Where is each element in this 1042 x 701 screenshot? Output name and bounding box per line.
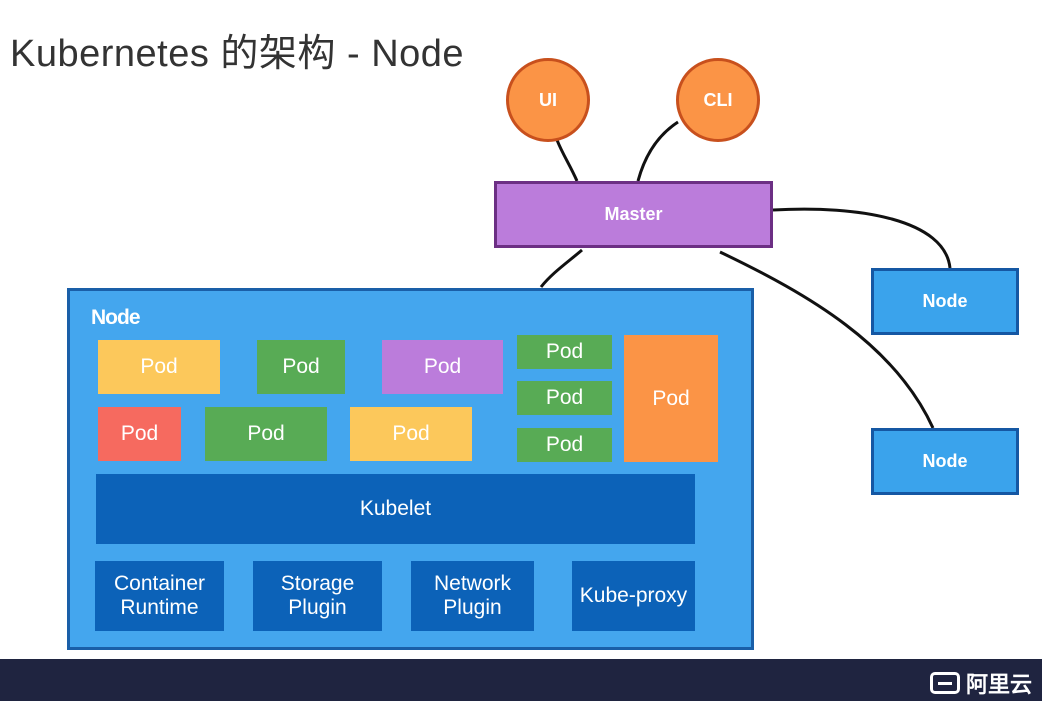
- side-node-1: Node: [871, 268, 1019, 335]
- pod-9: Pod: [517, 428, 612, 462]
- pod-5: Pod: [205, 407, 327, 461]
- pod-1: Pod: [98, 340, 220, 394]
- cli-master-connector: [636, 120, 679, 182]
- master-node-connector: [539, 248, 583, 288]
- network-plugin-line2: Plugin: [443, 596, 502, 619]
- pod-6: Pod: [350, 407, 472, 461]
- pod-7: Pod: [517, 335, 612, 369]
- container-runtime-line2: Runtime: [120, 596, 199, 619]
- pod-8: Pod: [517, 381, 612, 415]
- storage-plugin-line1: Storage: [280, 572, 355, 595]
- pod-2: Pod: [257, 340, 345, 394]
- ui-client: UI: [506, 58, 590, 142]
- pod-4: Pod: [98, 407, 181, 461]
- ui-master-connector: [555, 139, 579, 182]
- master-box: Master: [494, 181, 773, 248]
- pod-10: Pod: [624, 335, 718, 462]
- container-runtime-line1: Container: [113, 572, 206, 595]
- master-side-node-2-connector: [719, 250, 935, 429]
- kube-proxy-box: Kube-proxy: [572, 561, 695, 631]
- cli-client: CLI: [676, 58, 760, 142]
- pod-3: Pod: [382, 340, 503, 394]
- page-title: Kubernetes 的架构 - Node: [10, 33, 465, 75]
- alibaba-cloud-icon: [929, 672, 960, 694]
- logo-text: 阿里云: [965, 672, 1032, 697]
- footer-bar: 阿里云: [0, 659, 1042, 701]
- side-node-2: Node: [871, 428, 1019, 495]
- master-side-node-1-connector: [772, 207, 952, 269]
- alibaba-cloud-logo: 阿里云: [929, 667, 1032, 699]
- kube-proxy-line1: Kube-proxy: [579, 584, 688, 607]
- storage-plugin-line2: Plugin: [288, 596, 347, 619]
- node-label: Node: [91, 306, 140, 329]
- kubelet-bar: Kubelet: [96, 474, 695, 544]
- network-plugin-line1: Network: [433, 572, 512, 595]
